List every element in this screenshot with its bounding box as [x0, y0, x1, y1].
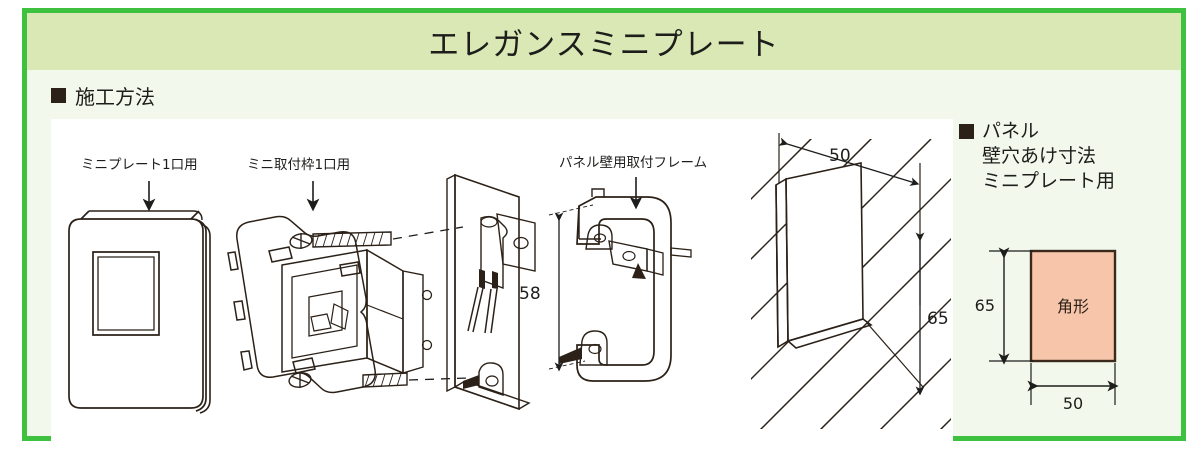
dimension-58-value: 58 — [519, 284, 541, 304]
bordered-frame: エレガンスミニプレート 施工方法 — [22, 8, 1186, 441]
filled-square-icon — [959, 124, 974, 139]
hole-height-value: 65 — [975, 296, 995, 315]
part-label-mini-mounting-frame: ミニ取付枠1口用 — [247, 157, 350, 173]
installation-diagram-svg: ミニプレート1口用 ミニ取付枠1口用 パネル壁用取付フレーム — [68, 133, 951, 429]
filled-square-icon — [51, 88, 66, 103]
hole-shape-label: 角形 — [1057, 297, 1089, 316]
hole-panel-heading-line2: 壁穴あけ寸法 — [982, 145, 1097, 168]
hole-dimension-panel: パネル 壁穴あけ寸法 ミニプレート用 角形 — [959, 119, 1177, 441]
dimension-58: 58 — [519, 204, 594, 372]
part-label-panel-wall-frame: パネル壁用取付フレーム — [559, 155, 707, 171]
panel-wall-mount-frame-drawing — [559, 188, 692, 382]
section-heading-label: 施工方法 — [75, 85, 155, 109]
mini-plate-drawing — [68, 210, 211, 414]
hole-panel-heading-line3: ミニプレート用 — [982, 170, 1116, 193]
hole-panel-heading-line1: パネル — [982, 120, 1040, 142]
page-title: エレガンスミニプレート — [428, 27, 780, 63]
part-label-mini-plate: ミニプレート1口用 — [81, 157, 198, 173]
assembly-dashed-connectors — [392, 226, 470, 381]
hole-panel-heading: パネル 壁穴あけ寸法 ミニプレート用 — [959, 119, 1177, 194]
wall-cutout-drawing: 50 65 — [751, 133, 951, 429]
title-band: エレガンスミニプレート — [27, 13, 1181, 70]
dimension-50-wall-value: 50 — [829, 146, 851, 166]
mini-mounting-frame-drawing — [227, 215, 433, 394]
installation-diagram-canvas: ミニプレート1口用 ミニ取付枠1口用 パネル壁用取付フレーム — [51, 119, 953, 441]
hole-dimension-figure: 角形 65 50 — [959, 237, 1177, 427]
hole-width-value: 50 — [1063, 394, 1083, 413]
wall-panel-wiring-drawing — [446, 173, 536, 411]
section-heading: 施工方法 — [51, 81, 155, 110]
hole-shape-rect — [1029, 249, 1117, 363]
dimension-65-wall-value: 65 — [927, 309, 949, 329]
